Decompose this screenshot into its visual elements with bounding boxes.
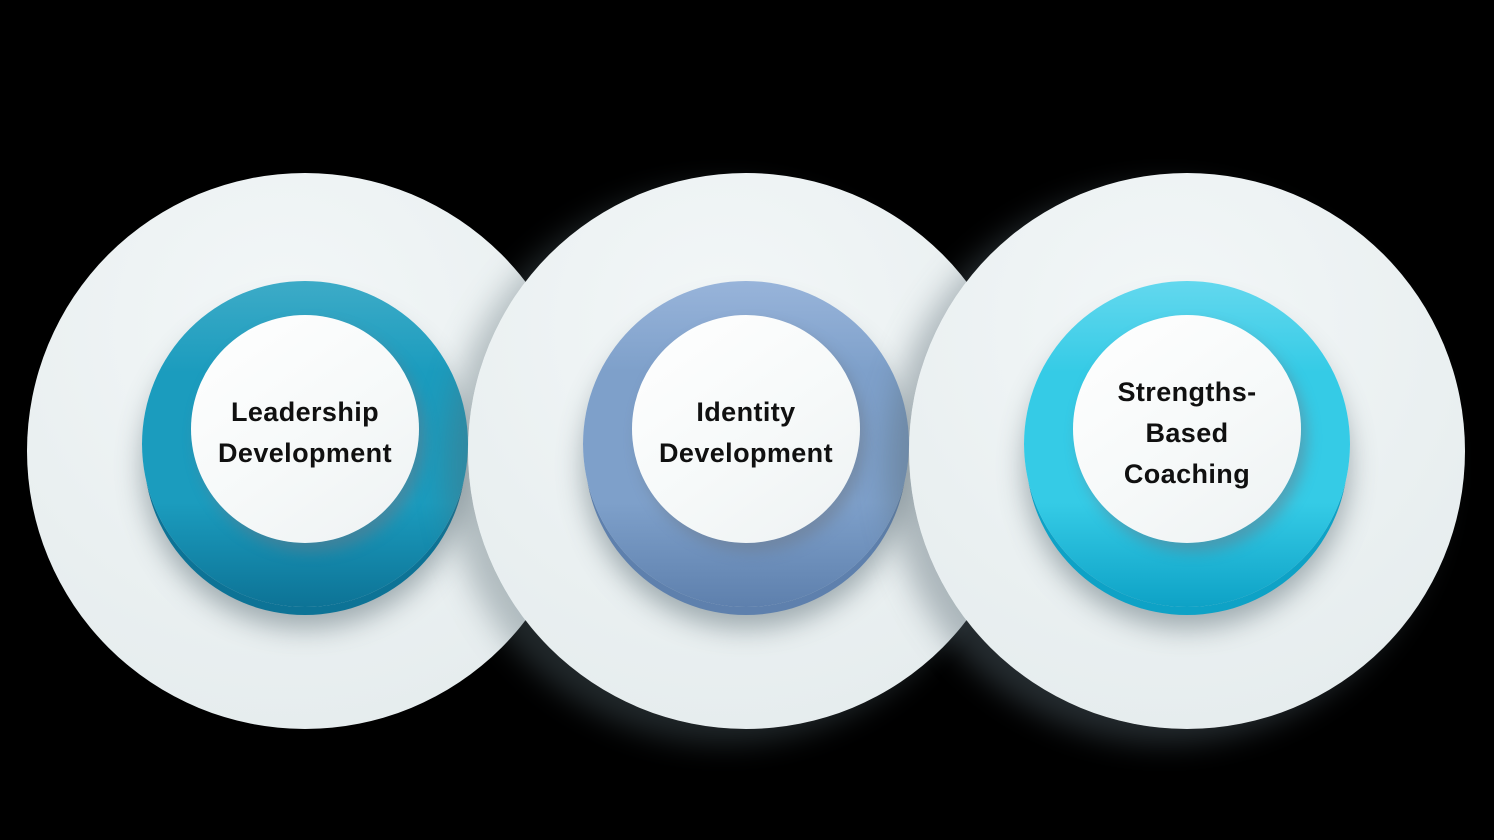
label-line: Development: [218, 438, 392, 468]
label-line: Coaching: [1123, 458, 1251, 489]
circle-strengths-based-coaching: Strengths- Based Coaching: [1073, 315, 1301, 543]
label-leadership-development: Leadership Development: [218, 392, 392, 474]
label-identity-development: Identity Development: [659, 392, 833, 474]
label-line: Identity: [696, 397, 796, 427]
label-line: Strengths-: [1117, 376, 1257, 407]
label-line: Development: [659, 438, 833, 468]
circle-leadership-development: Leadership Development: [191, 315, 419, 543]
label-line: Based: [1145, 417, 1229, 448]
circle-identity-development: Identity Development: [632, 315, 860, 543]
label-line: Leadership: [230, 397, 380, 427]
label-strengths-based-coaching: Strengths- Based Coaching: [1118, 372, 1257, 495]
